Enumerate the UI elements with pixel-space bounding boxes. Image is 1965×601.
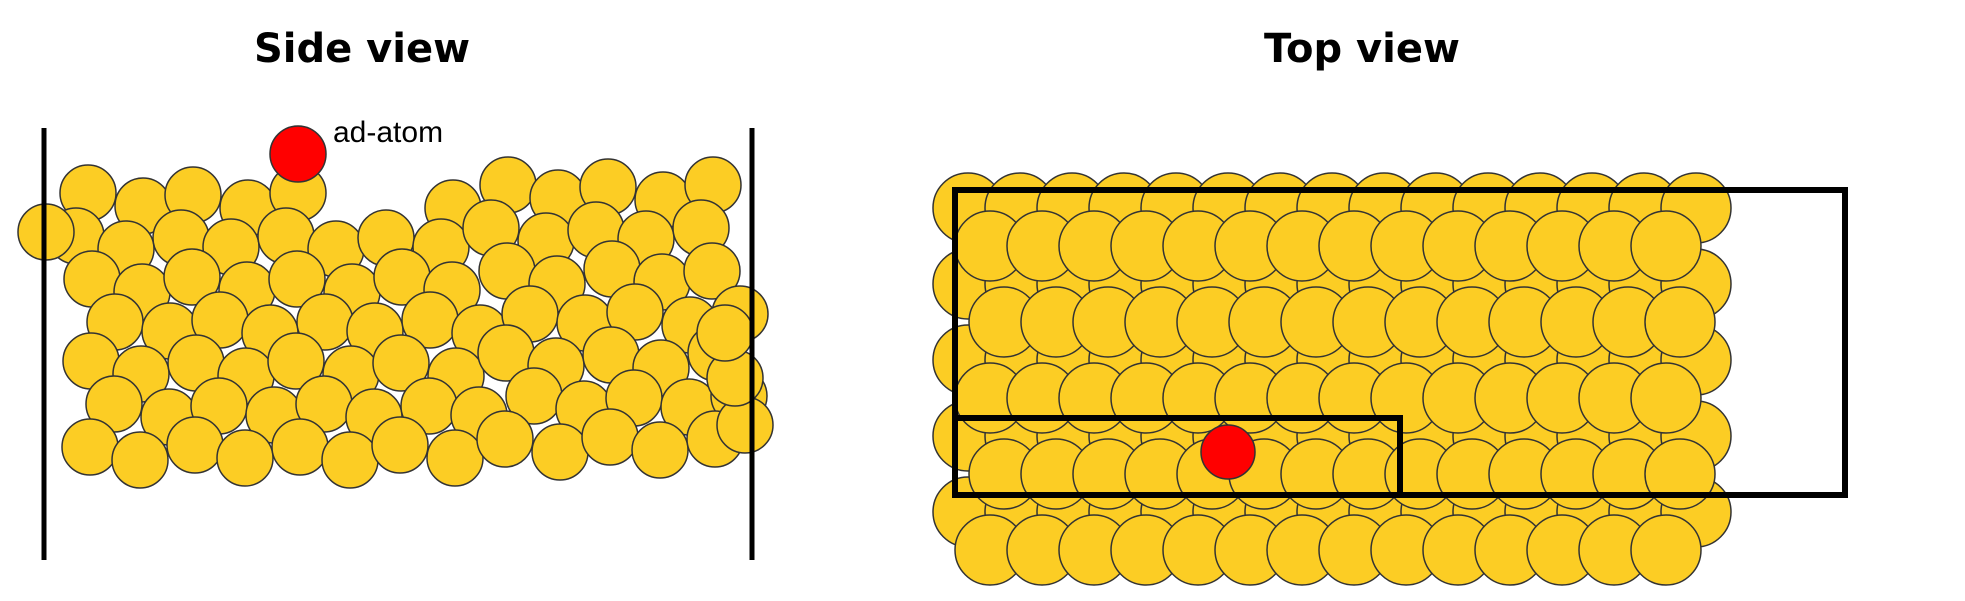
gold-atom-side (371, 416, 429, 474)
side-view-title: Side view (254, 26, 470, 72)
gold-atom-side (581, 408, 639, 466)
gold-atom-top-front (1644, 286, 1716, 358)
gold-atom-side (372, 334, 430, 392)
side-view-atoms (17, 156, 774, 489)
gold-atom-side (163, 248, 221, 306)
gold-atom-side (267, 332, 325, 390)
top-view-title: Top view (1264, 26, 1460, 72)
adatom-top (1200, 424, 1256, 480)
gold-atom-side (216, 429, 274, 487)
top-view-panel: Top view (932, 26, 1848, 586)
gold-atom-side (111, 431, 169, 489)
gold-atom-side (268, 250, 326, 308)
gold-atom-side (61, 418, 119, 476)
gold-atom-side (426, 429, 484, 487)
gold-atom-side (476, 410, 534, 468)
gold-atom-top-front (1644, 438, 1716, 510)
gold-atom-top-front (1630, 514, 1702, 586)
adatom-side (269, 125, 327, 183)
adatom-label: ad-atom (333, 116, 443, 149)
top-view-atoms (932, 172, 1732, 586)
gold-atom-side (696, 304, 754, 362)
gold-atom-side (166, 416, 224, 474)
gold-atom-top-front (1630, 362, 1702, 434)
gold-atom-side (271, 418, 329, 476)
gold-atom-side (531, 423, 589, 481)
gold-atom-side (631, 421, 689, 479)
side-view-panel: Side view ad-atom (17, 26, 774, 560)
gold-atom-top-front (1630, 210, 1702, 282)
gold-atom-side (716, 396, 774, 454)
small-supercell-outline (952, 415, 1403, 498)
gold-atom-side (321, 431, 379, 489)
gold-atom-side (683, 242, 741, 300)
